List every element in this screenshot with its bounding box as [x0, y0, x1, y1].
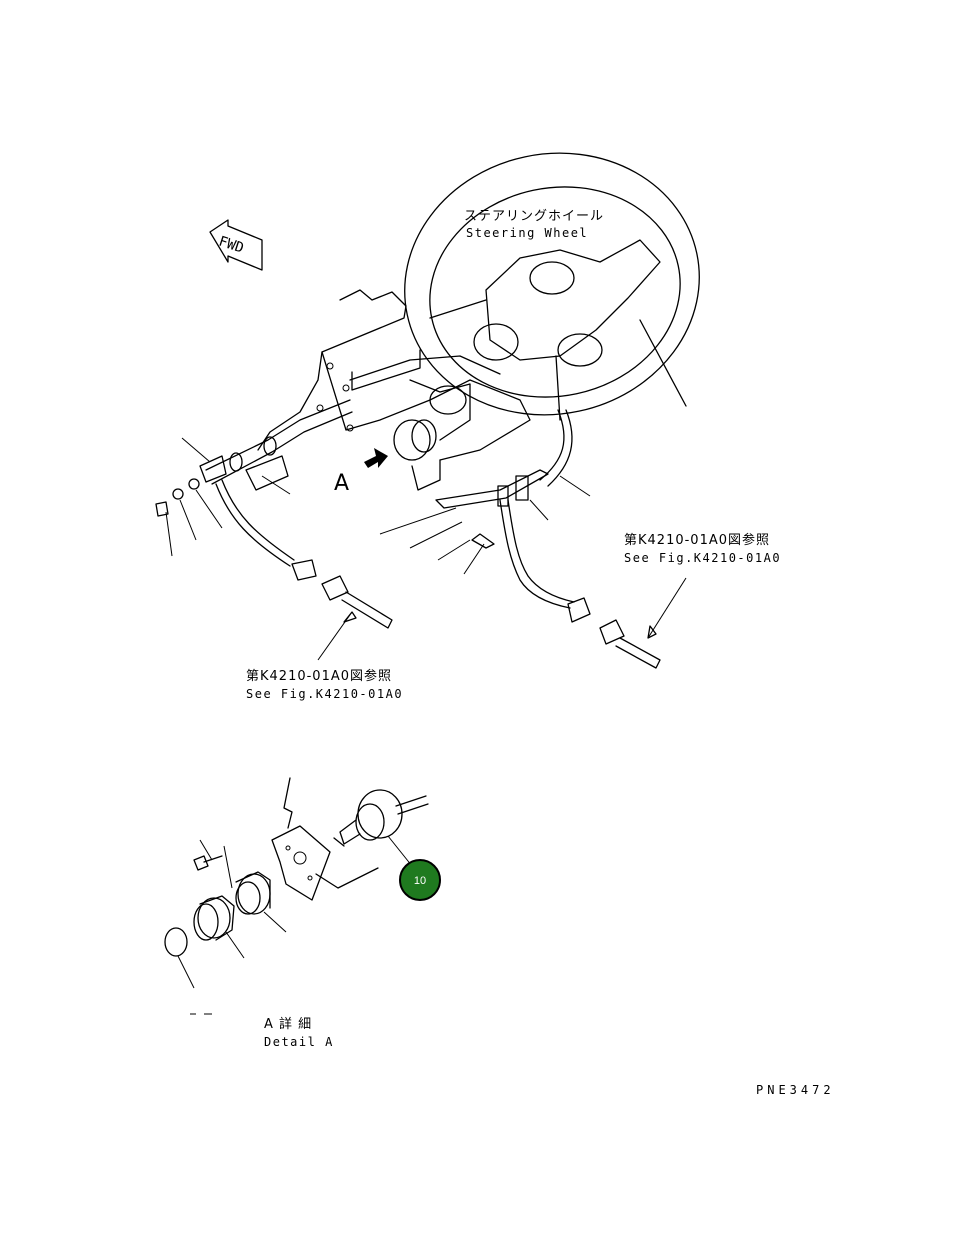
- right-wire-harness: [379, 409, 687, 669]
- reference-right-en: See Fig.K4210-01A0: [624, 551, 781, 565]
- steering-column-panel: [199, 289, 531, 491]
- detail-a-exploded-view: [164, 777, 429, 1015]
- steering-wheel: [404, 152, 700, 421]
- callout-10-circle[interactable]: [399, 859, 441, 901]
- detail-a-label-jp: A 詳 細: [264, 1016, 312, 1032]
- callout-10[interactable]: 10: [399, 859, 441, 901]
- forward-direction-arrow: FWD: [209, 219, 263, 271]
- detail-a-label-en: Detail A: [264, 1035, 334, 1049]
- reference-left-jp: 第K4210-01A0図参照: [246, 668, 392, 684]
- steering-wheel-label-en: Steering Wheel: [466, 226, 588, 240]
- fwd-label: FWD: [217, 234, 246, 257]
- drawing-id: PNE3472: [756, 1083, 835, 1097]
- view-a-arrow: A: [334, 448, 388, 496]
- reference-left-en: See Fig.K4210-01A0: [246, 687, 403, 701]
- left-wire-harness: [155, 437, 393, 661]
- reference-right-jp: 第K4210-01A0図参照: [624, 532, 770, 548]
- view-a-label: A: [334, 471, 349, 496]
- steering-wheel-label-jp: ステアリングホイール: [464, 209, 604, 224]
- callout-10-number: 10: [414, 875, 426, 887]
